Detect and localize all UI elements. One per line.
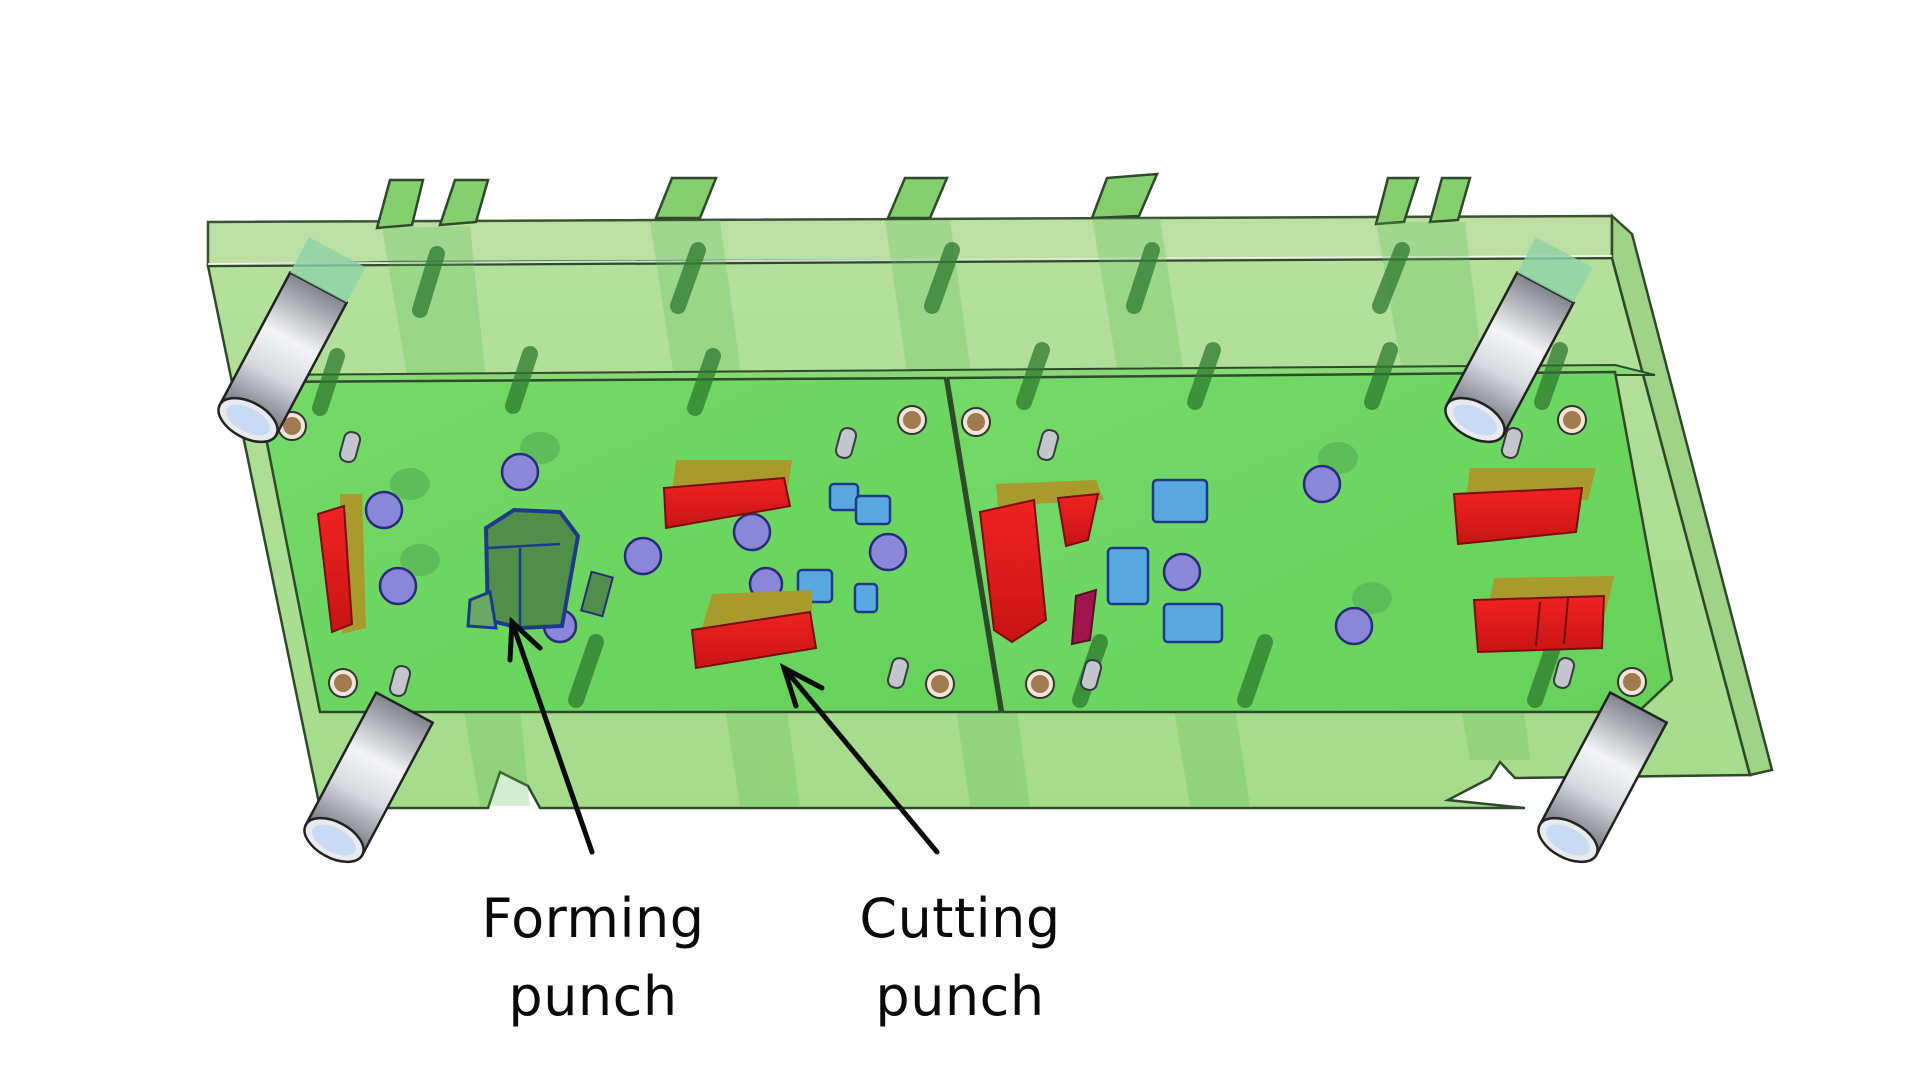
screw [868,532,908,572]
back-plate-side-face [1610,213,1774,777]
cutting-punches [316,460,1614,670]
screw [623,536,663,576]
screw [378,544,440,606]
screw [364,468,430,530]
guide-bushings [217,237,1669,864]
guide-bushing-bottom-right [1537,690,1669,864]
forming-side-block [579,570,615,618]
top-tabs [375,172,1472,230]
forming-punch [466,507,581,631]
cutting-punch-label-line2: punch [875,965,1045,1028]
screw [1334,582,1392,646]
cutting-punch-upper [662,460,792,530]
blue-components [796,478,1224,644]
screws [364,432,1392,646]
guide-bushing-bottom-left [303,690,435,864]
dowel-pins [277,405,1647,699]
dowel-pin [1025,669,1055,699]
screw [500,432,560,492]
forming-punch-arrow [507,616,595,855]
cutting-punch [690,590,818,670]
dowel-pin [328,668,358,698]
cutting-punch-middle [978,480,1104,646]
forming-punch-label: Forming punch [443,880,743,1036]
screw [732,512,772,552]
pilot-pins [338,427,1576,697]
cutting-punch-right-upper [1452,468,1596,546]
bolt-slots [312,242,1568,708]
dowel-pin [1557,405,1587,435]
cutting-punch-right-lower [1472,576,1614,654]
guide-bushing-top-left [217,237,366,444]
screw [1162,552,1202,592]
dowel-pin [961,407,991,437]
forming-punch-label-line2: punch [508,965,678,1028]
dowel-pin [1617,667,1647,697]
cutting-punch-label: Cutting punch [810,880,1110,1036]
cutting-punch-left-vertical [316,494,366,634]
guide-bushing-top-right [1444,237,1593,444]
cutting-punch-label-line1: Cutting [859,887,1061,950]
cutting-punch-arrow [779,662,940,855]
screw [1302,442,1358,504]
forming-punch-label-line1: Forming [481,887,705,950]
dowel-pin [897,405,927,435]
dowel-pin [925,669,955,699]
